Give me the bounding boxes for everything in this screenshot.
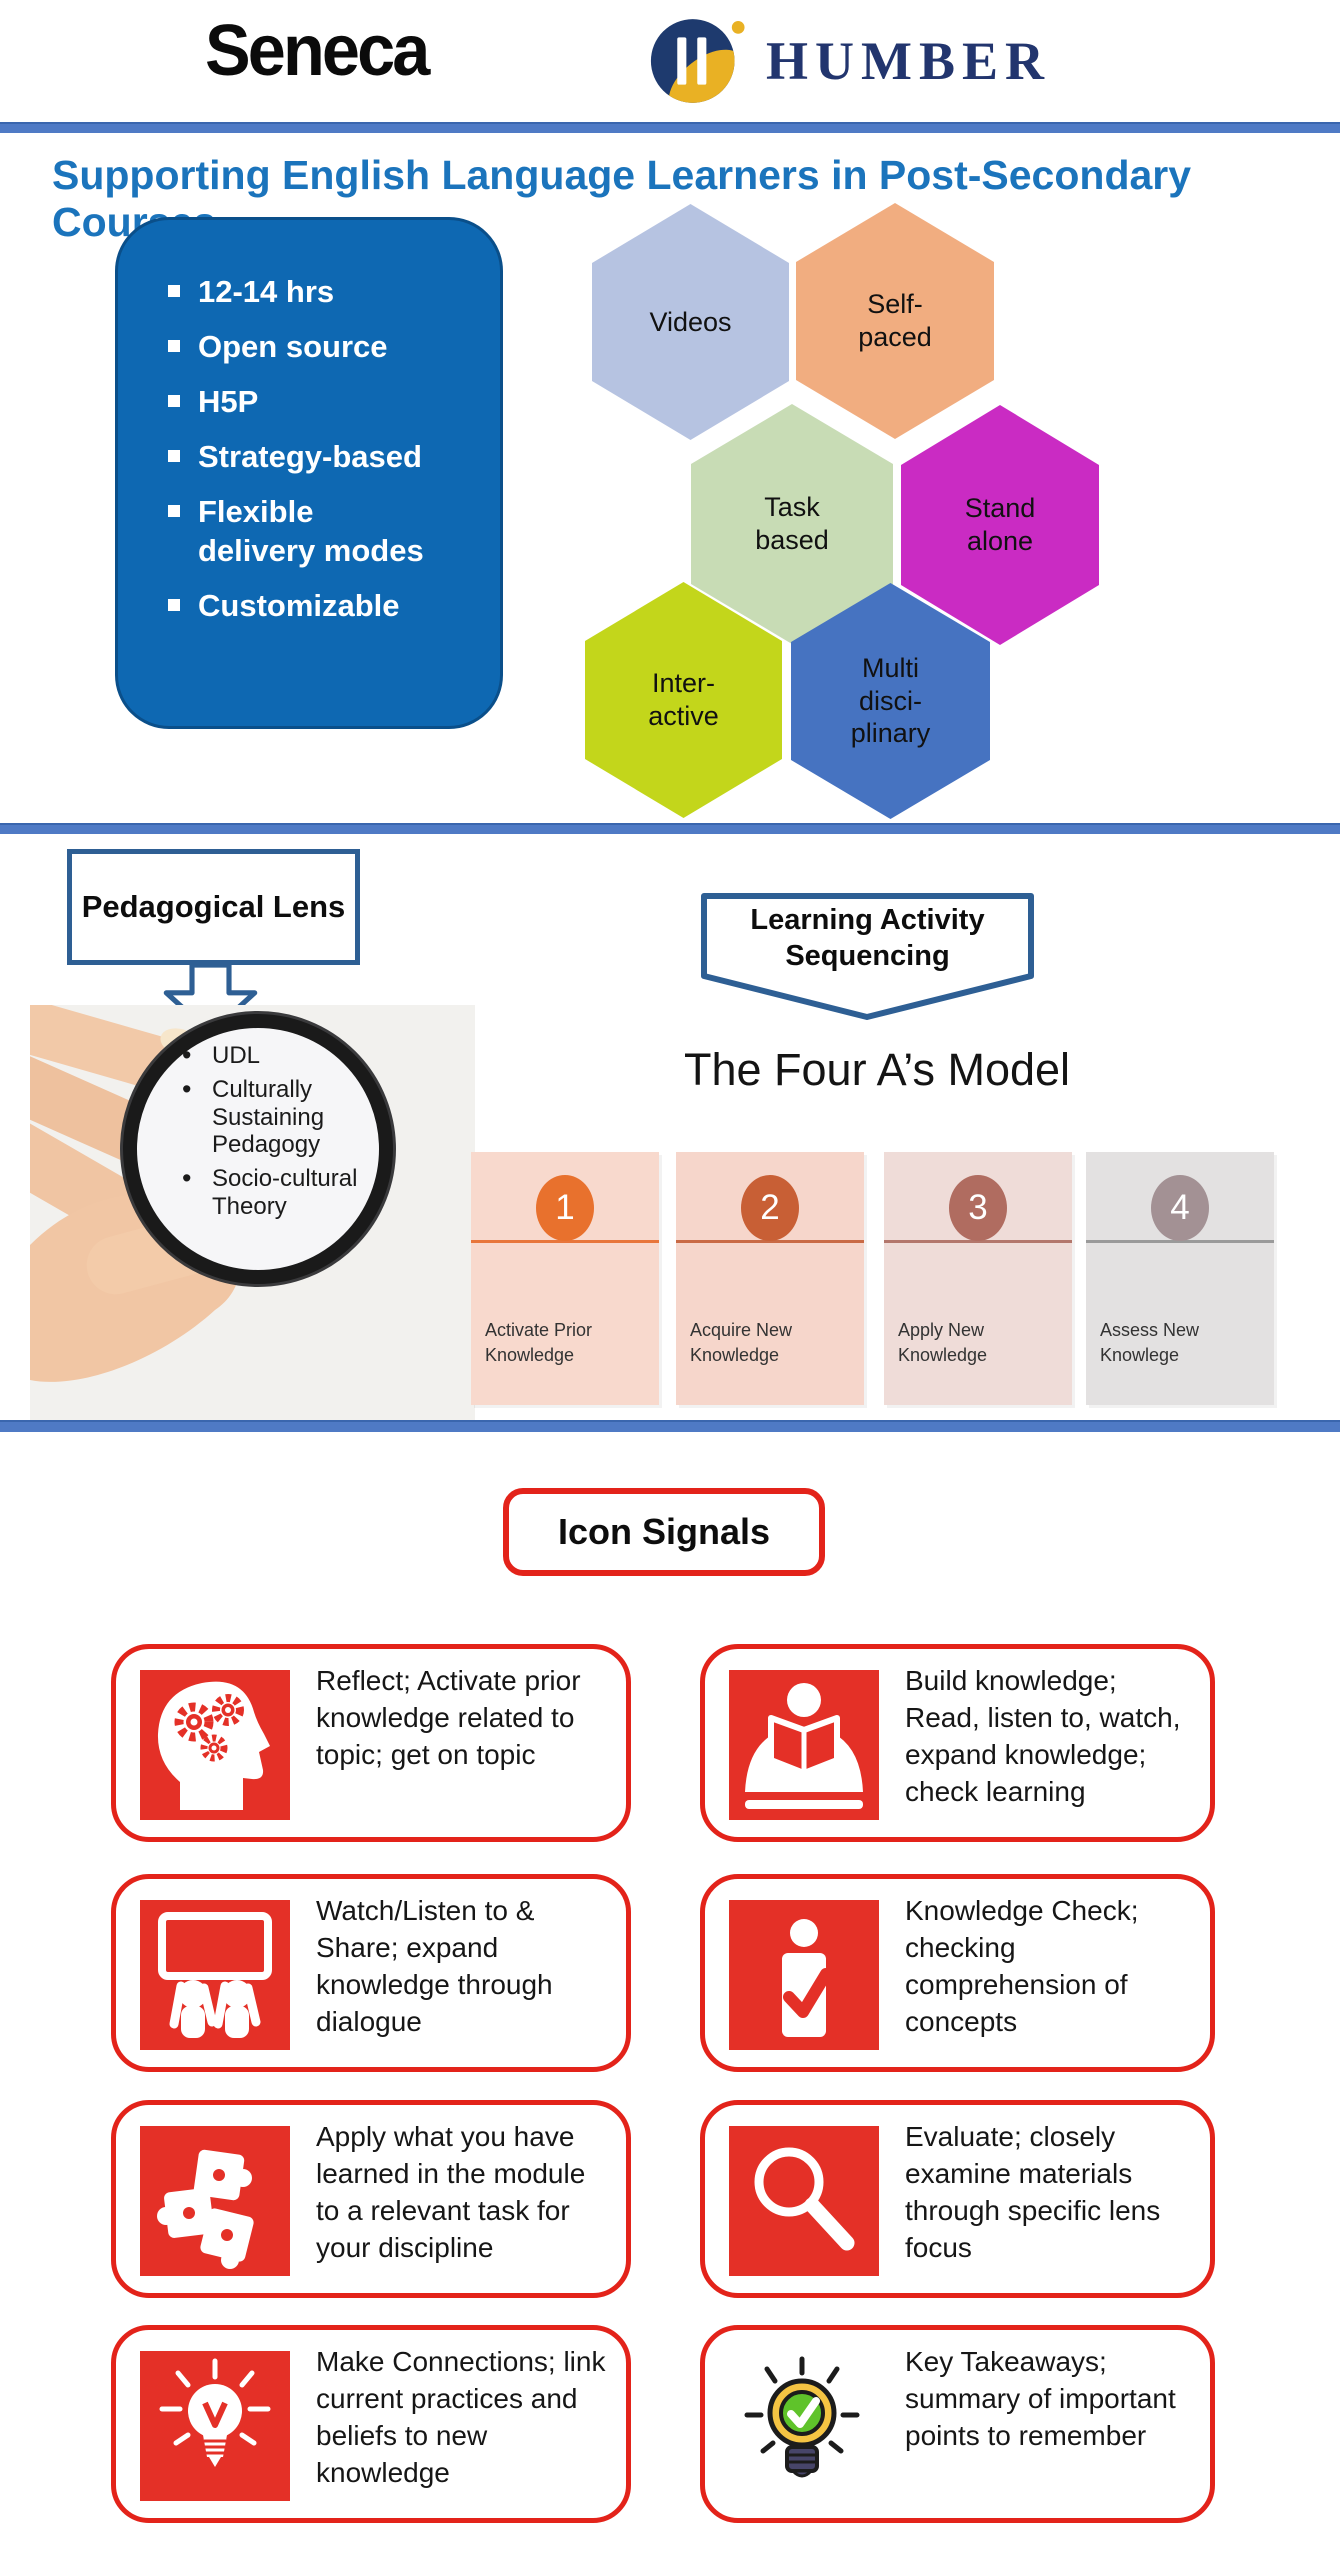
step-label: Acquire New Knowledge xyxy=(690,1320,793,1365)
signal-card-text: Build knowledge; Read, listen to, watch,… xyxy=(905,1665,1181,1807)
audience-screen-icon xyxy=(140,1900,290,2050)
signal-card-text: Reflect; Activate prior knowledge relate… xyxy=(316,1665,581,1770)
divider-bar-middle xyxy=(0,823,1340,834)
pedagogical-lens-label: Pedagogical Lens xyxy=(67,849,360,965)
step-divider-line xyxy=(1086,1240,1274,1243)
lens-theory-item: UDL xyxy=(182,1040,394,1071)
feature-item: Strategy-based xyxy=(164,437,482,476)
step-card-3: 3 Apply New Knowledge xyxy=(884,1152,1072,1405)
signal-card-text: Key Takeaways; summary of important poin… xyxy=(905,2346,1176,2451)
seneca-logo: Seneca xyxy=(205,11,430,91)
signal-card-build-knowledge: Build knowledge; Read, listen to, watch,… xyxy=(700,1644,1215,1842)
humber-logo: HUMBER xyxy=(650,14,1051,108)
step-number-badge: 4 xyxy=(1151,1175,1209,1241)
lightbulb-icon xyxy=(140,2351,290,2501)
head-gears-icon xyxy=(140,1670,290,1820)
signal-card-text: Make Connections; link current practices… xyxy=(316,2346,606,2488)
signal-card-knowledge-check: Knowledge Check; checking comprehension … xyxy=(700,1874,1215,2072)
divider-bar-top xyxy=(0,122,1340,133)
features-list: 12-14 hrs Open source H5P Strategy-based… xyxy=(164,272,482,625)
learning-activity-sequencing-banner: Learning Activity Sequencing xyxy=(700,892,1035,1022)
feature-item: Open source xyxy=(164,327,482,366)
step-divider-line xyxy=(676,1240,864,1243)
step-label: Activate Prior Knowledge xyxy=(485,1320,593,1365)
step-divider-line xyxy=(471,1240,659,1243)
feature-item: Customizable xyxy=(164,586,482,625)
step-card-1: 1 Activate Prior Knowledge xyxy=(471,1152,659,1405)
signal-card-make-connections: Make Connections; link current practices… xyxy=(111,2325,631,2523)
puzzle-pieces-icon xyxy=(140,2126,290,2276)
step-label: Assess New Knowlege xyxy=(1100,1320,1200,1365)
banner-shape xyxy=(701,893,1034,1020)
four-as-model-title: The Four A’s Model xyxy=(684,1044,1071,1095)
divider-bar-bottom xyxy=(0,1420,1340,1432)
banner-label: Learning Activity Sequencing xyxy=(750,904,985,973)
person-checkmark-icon xyxy=(729,1900,879,2050)
feature-item: 12-14 hrs xyxy=(164,272,482,311)
hexagon-stand-alone: Stand alone xyxy=(901,405,1099,645)
signal-card-evaluate: Evaluate; closely examine materials thro… xyxy=(700,2100,1215,2298)
humber-logo-icon xyxy=(650,19,745,103)
lens-theory-list: UDL Culturally Sustaining Pedagogy Socio… xyxy=(182,1040,394,1227)
step-number-badge: 2 xyxy=(741,1175,799,1241)
signal-card-reflect: Reflect; Activate prior knowledge relate… xyxy=(111,1644,631,1842)
step-number-badge: 1 xyxy=(536,1175,594,1241)
features-panel: 12-14 hrs Open source H5P Strategy-based… xyxy=(115,217,503,729)
step-card-2: 2 Acquire New Knowledge xyxy=(676,1152,864,1405)
step-card-4: 4 Assess New Knowlege xyxy=(1086,1152,1274,1405)
feature-item: H5P xyxy=(164,382,482,421)
feature-item: Flexible delivery modes xyxy=(164,492,482,570)
icon-signals-title: Icon Signals xyxy=(503,1488,825,1576)
signal-card-watch-listen: Watch/Listen to & Share; expand knowledg… xyxy=(111,1874,631,2072)
step-divider-line xyxy=(884,1240,1072,1243)
signal-card-apply: Apply what you have learned in the modul… xyxy=(111,2100,631,2298)
signal-card-text: Watch/Listen to & Share; expand knowledg… xyxy=(316,1895,553,2037)
signal-card-key-takeaways: Key Takeaways; summary of important poin… xyxy=(700,2325,1215,2523)
reading-person-icon xyxy=(729,1670,879,1820)
step-label: Apply New Knowledge xyxy=(898,1320,988,1365)
signal-card-text: Evaluate; closely examine materials thro… xyxy=(905,2121,1161,2263)
lightbulb-check-icon xyxy=(729,2351,879,2501)
lens-theory-item: Culturally Sustaining Pedagogy xyxy=(182,1074,394,1159)
humber-wordmark: HUMBER xyxy=(766,31,1051,91)
signal-card-text: Knowledge Check; checking comprehension … xyxy=(905,1895,1139,2037)
magnifying-glass-icon xyxy=(729,2126,879,2276)
step-number-badge: 3 xyxy=(949,1175,1007,1241)
lens-theory-item: Socio-cultural Theory xyxy=(182,1163,394,1221)
signal-card-text: Apply what you have learned in the modul… xyxy=(316,2121,586,2263)
